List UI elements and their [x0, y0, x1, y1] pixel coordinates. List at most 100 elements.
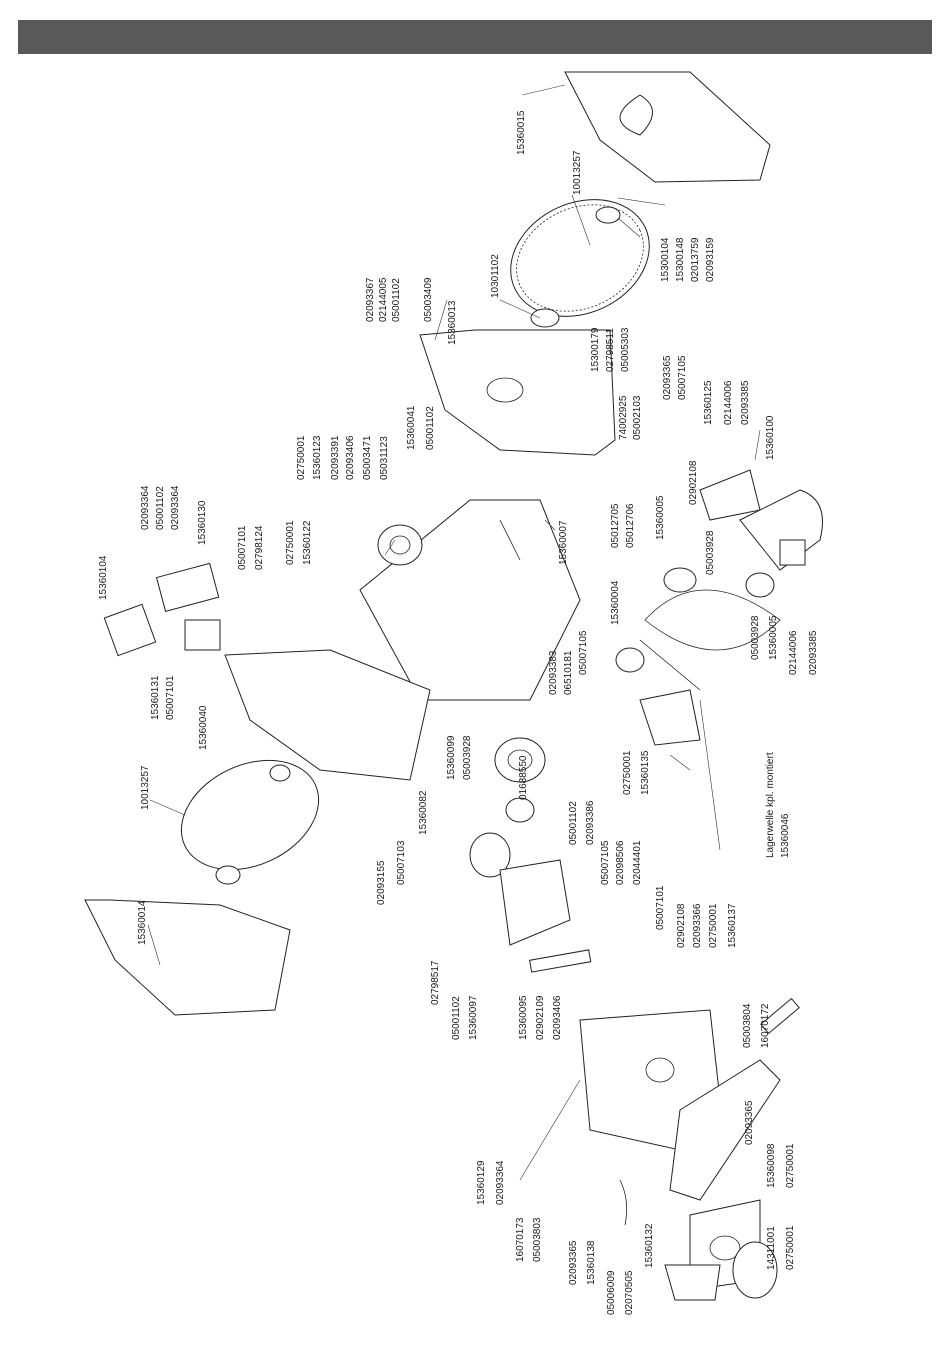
part-label: 02093383 [548, 650, 559, 696]
part-label: 15360041 [406, 405, 417, 451]
part-label: 05003928 [750, 615, 761, 661]
part-label: 05003471 [362, 435, 373, 481]
part-label: 15360130 [197, 500, 208, 546]
wheel-right [377, 524, 423, 566]
part-label: 10013257 [140, 765, 151, 811]
upper-frame [419, 329, 616, 456]
part-label: 02093406 [345, 435, 356, 481]
lower-saw-blade [180, 759, 320, 871]
assembly-note-line2: 15360046 [780, 813, 791, 859]
part-label: 05002103 [632, 395, 643, 441]
part-label: 02798517 [430, 960, 441, 1006]
pulley-small [615, 647, 645, 673]
motor-switch-box [103, 603, 157, 657]
part-label: 15360122 [302, 520, 313, 566]
motor-base [779, 539, 806, 566]
part-label: 02902108 [676, 903, 687, 949]
part-label: 02750001 [785, 1225, 796, 1271]
part-label: 05007105 [578, 630, 589, 676]
blade-hub-upper [530, 308, 560, 328]
part-label: 05005303 [620, 327, 631, 373]
tow-bar [760, 997, 800, 1035]
slide-frame [499, 859, 571, 946]
part-label: 15360129 [476, 1160, 487, 1206]
part-label: 02798124 [254, 525, 265, 571]
wheel-left [494, 737, 546, 783]
part-label: 02093159 [705, 237, 716, 283]
bracket-plate [155, 562, 220, 612]
part-label: 15300179 [590, 327, 601, 373]
part-label: 15360131 [150, 675, 161, 721]
part-label: 15360097 [468, 995, 479, 1041]
part-label: 01688550 [518, 755, 529, 801]
part-label: 15360137 [727, 903, 738, 949]
part-label: 02098506 [615, 840, 626, 886]
part-label: 02093386 [585, 800, 596, 846]
part-label: 10013257 [572, 150, 583, 196]
left-frame [224, 649, 431, 781]
part-label: 02044401 [632, 840, 643, 886]
part-label: 05001102 [391, 278, 402, 322]
part-label: 02093385 [808, 630, 819, 676]
part-label: 15360004 [610, 580, 621, 626]
part-label: 15360013 [447, 300, 458, 346]
part-label: 02750001 [296, 435, 307, 481]
pulley-large [663, 567, 697, 593]
part-label: 02093365 [568, 1240, 579, 1286]
part-label: 05012706 [625, 503, 636, 549]
part-label: 02144005 [378, 277, 389, 323]
part-label: 05003804 [742, 1003, 753, 1049]
part-label: 15360005 [655, 495, 666, 541]
part-label: 05001102 [568, 801, 579, 845]
part-label: 02093385 [740, 380, 751, 426]
part-label: 15360095 [518, 995, 529, 1041]
upper-saw-blade [510, 199, 650, 317]
part-label: 05007105 [677, 355, 688, 401]
part-label: 15360015 [516, 110, 527, 156]
part-label: 02798511 [605, 328, 616, 372]
part-label: 05003928 [462, 735, 473, 781]
part-label: 05007103 [396, 840, 407, 886]
part-label: 02093364 [140, 485, 151, 531]
pulley-drive [505, 797, 535, 823]
part-label: 15360125 [703, 380, 714, 426]
part-label: 15360138 [586, 1240, 597, 1286]
part-label: 16070172 [760, 1003, 771, 1049]
part-label: 15360135 [640, 750, 651, 796]
part-label: 02093364 [495, 1160, 506, 1206]
part-label: 15360082 [418, 790, 429, 836]
part-label: 02093365 [662, 355, 673, 401]
header-bar [18, 20, 932, 54]
v-belt [644, 589, 781, 651]
part-label: 15300148 [675, 237, 686, 283]
part-label: 05003928 [705, 530, 716, 576]
part-label: 02093406 [552, 995, 563, 1041]
part-label: 15360100 [765, 415, 776, 461]
part-label: 05001102 [451, 996, 462, 1040]
part-label: 05001102 [155, 486, 166, 530]
part-label: 15360123 [312, 435, 323, 481]
part-label: 05012705 [610, 503, 621, 549]
slide-rail [529, 949, 592, 973]
part-label: 02093367 [365, 277, 376, 323]
part-label: 15360014 [137, 900, 148, 946]
part-label: 15360040 [198, 705, 209, 751]
part-label: 10301102 [490, 254, 501, 298]
blade-flange-upper [595, 206, 621, 224]
part-label: 02750001 [785, 1143, 796, 1189]
part-label: 05007101 [655, 885, 666, 931]
part-label: 02093155 [376, 860, 387, 906]
drum-pulley [732, 1241, 778, 1299]
blade-flange-lower [215, 865, 241, 885]
part-label: 14311001 [766, 1226, 777, 1270]
part-label: 02902108 [688, 460, 699, 506]
part-label: 15360098 [766, 1143, 777, 1189]
belt-guard-box [639, 689, 701, 746]
part-label: 02093364 [170, 485, 181, 531]
part-label: 15360005 [768, 615, 779, 661]
part-label: 02902109 [535, 995, 546, 1041]
gearbox [469, 832, 511, 878]
part-label: 05001102 [425, 406, 436, 450]
part-label: 05003409 [423, 277, 434, 323]
part-label: 02750001 [285, 520, 296, 566]
